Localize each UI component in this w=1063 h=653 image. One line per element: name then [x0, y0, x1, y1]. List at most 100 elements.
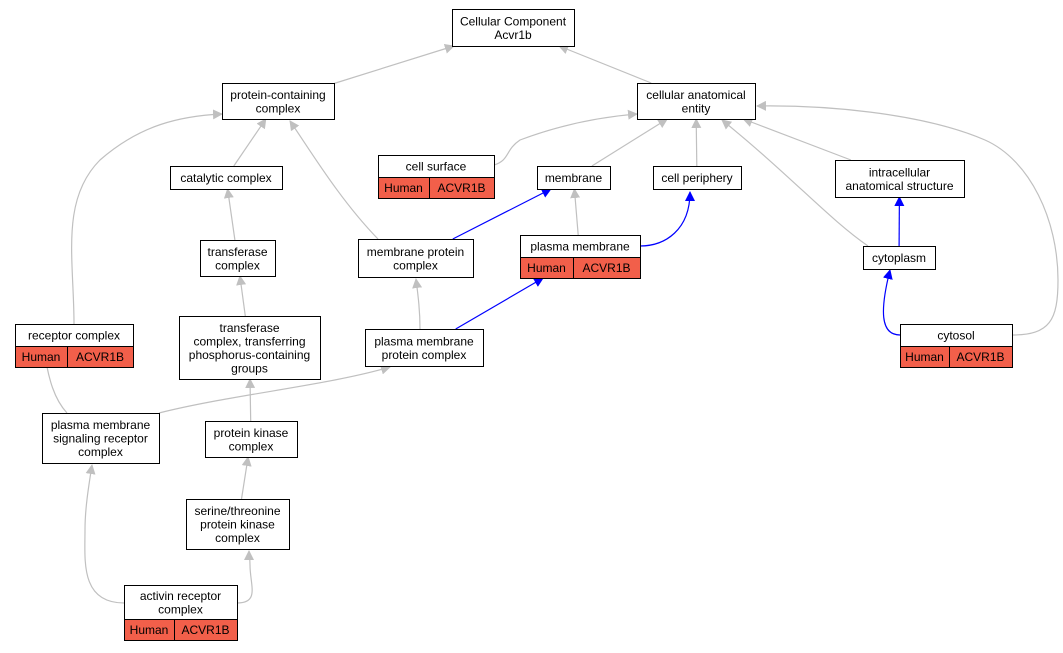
edge-rc-to-pcc: [71, 109, 223, 325]
edge-tctp-to-tc: [236, 275, 247, 317]
annotation-species: Human: [905, 350, 944, 364]
node-label-line: protein kinase: [200, 518, 275, 532]
annotation-species: Human: [22, 350, 61, 364]
node-mem[interactable]: membrane: [537, 166, 611, 190]
node-box: [863, 246, 936, 270]
node-box: [358, 239, 474, 278]
node-box: [537, 166, 611, 190]
node-cp[interactable]: cell periphery: [653, 166, 742, 190]
node-box: [170, 166, 283, 190]
node-cyto[interactable]: cytoplasm: [863, 246, 936, 270]
edge-cs-to-cae: [493, 109, 638, 166]
edge-pm-to-cp: [639, 191, 695, 247]
annotation-gene-cell: [174, 619, 238, 641]
node-box: [365, 329, 484, 367]
node-label-line: cell surface: [406, 160, 467, 174]
node-label-line: protein complex: [382, 348, 467, 362]
node-label-line: transferase: [207, 245, 267, 259]
annotation-gene: ACVR1B: [76, 350, 124, 364]
edge-stpkc-to-pkc: [240, 456, 252, 500]
edge-arc-to-stpkc: [236, 550, 255, 604]
node-label-line: transferase: [219, 321, 279, 335]
node-label-line: catalytic complex: [180, 171, 271, 185]
node-label-line: complex: [393, 258, 438, 272]
edge-tc-to-cat: [223, 188, 236, 241]
node-box: [835, 160, 965, 198]
node-label-line: cytosol: [937, 329, 974, 343]
edge-arc-to-pmsrc: [84, 464, 125, 604]
node-label-line: complex: [78, 445, 123, 459]
node-cat[interactable]: catalytic complex: [170, 166, 283, 190]
node-label-line: membrane protein: [367, 245, 464, 259]
edge-pmsrc-to-pmpc: [158, 364, 391, 414]
node-box: [200, 240, 276, 277]
node-label-line: complex: [215, 531, 260, 545]
edge-cytosol-to-cae: [756, 100, 1059, 336]
edge-pkc-to-tctp: [245, 378, 256, 422]
edge-cae-to-root: [558, 44, 652, 84]
node-label-line: groups: [231, 361, 268, 375]
edge-cytosol-to-cyto: [882, 269, 901, 336]
edges-layer: [40, 43, 1059, 604]
node-box: [222, 83, 335, 120]
node-label-line: protein kinase: [214, 426, 289, 440]
node-box: [42, 413, 160, 464]
node-label-line: cell periphery: [661, 171, 732, 185]
edge-mpc-to-pcc: [289, 120, 379, 240]
node-label-line: complex: [229, 439, 274, 453]
node-box: [653, 166, 742, 190]
edge-pcc-to-root: [333, 43, 455, 85]
edge-pmpc-to-mpc: [412, 278, 423, 330]
node-box: [124, 585, 238, 620]
node-label-line: complex: [256, 101, 301, 115]
node-label-line: membrane: [545, 171, 603, 185]
node-label-line: receptor complex: [28, 329, 120, 343]
edge-pmpc-to-pm: [455, 277, 544, 330]
node-label-line: signaling receptor: [53, 432, 148, 446]
node-label-line: complex: [158, 602, 203, 616]
node-label-line: serine/threonine: [194, 504, 280, 518]
node-box: [452, 9, 575, 47]
edge-mem-to-cae: [591, 118, 669, 167]
node-label-line: Acvr1b: [494, 28, 532, 42]
annotation-gene-cell: [573, 257, 641, 279]
node-label-line: complex: [215, 258, 260, 272]
node-box: [205, 421, 298, 458]
node-label-line: plasma membrane: [51, 418, 151, 432]
annotation-gene-cell: [429, 177, 495, 199]
annotation-gene: ACVR1B: [437, 181, 485, 195]
annotation-species: Human: [527, 261, 566, 275]
node-label-line: anatomical structure: [845, 179, 953, 193]
edge-cp-to-cae: [691, 118, 702, 167]
node-label-line: entity: [682, 101, 711, 115]
node-label-line: complex, transferring: [193, 334, 305, 348]
edge-ias-to-cae: [742, 117, 852, 161]
annotation-gene: ACVR1B: [582, 261, 630, 275]
node-label-line: phosphorus-containing: [189, 348, 310, 362]
annotation-gene: ACVR1B: [956, 350, 1004, 364]
annotation-species: Human: [384, 181, 423, 195]
node-box: [186, 499, 290, 550]
node-label-line: plasma membrane: [530, 240, 630, 254]
edge-cyto-to-cae: [721, 119, 869, 247]
node-label-line: cellular anatomical: [646, 88, 745, 102]
edge-pm-to-mem: [570, 188, 581, 236]
